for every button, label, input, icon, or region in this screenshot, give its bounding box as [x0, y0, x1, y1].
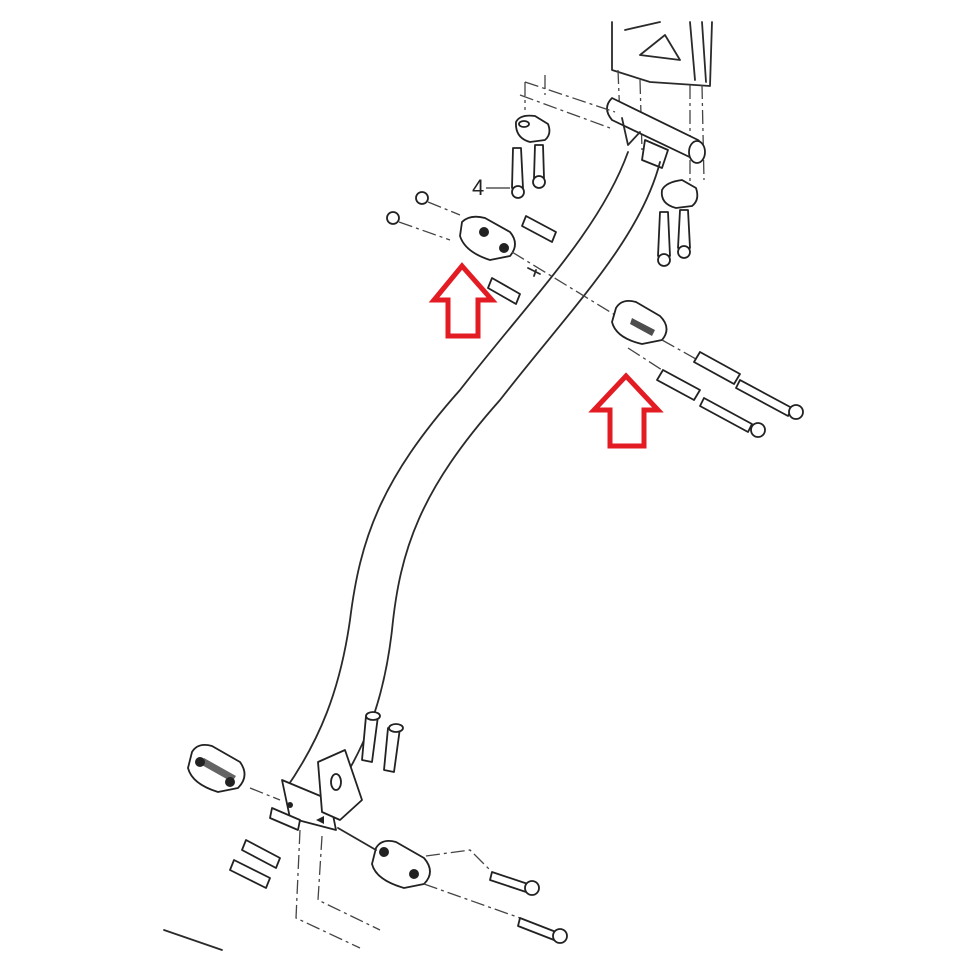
- bushing-upper-right: [611, 299, 731, 389]
- sleeves-lower: [229, 839, 281, 889]
- main-bent-tube: [284, 151, 661, 801]
- callout-4: 4: [472, 175, 510, 200]
- bushing-lower-left: [187, 743, 281, 801]
- nuts: [386, 191, 461, 241]
- lower-long-bolts: [423, 849, 568, 944]
- bushing-upper-left: [459, 215, 621, 319]
- sleeves: [487, 215, 557, 305]
- highlight-arrow-upper-left: [428, 262, 498, 339]
- long-bolts: [656, 351, 804, 438]
- bushing-lower-right: [337, 827, 431, 889]
- lower-bolts: [361, 711, 404, 773]
- lower-bracket: [269, 749, 363, 831]
- upper-mount-clamp-left: [511, 114, 551, 199]
- highlight-arrow-right: [588, 372, 664, 449]
- upper-mount-clamp-right: [657, 179, 699, 267]
- crossbar-tube: [606, 97, 706, 169]
- svg-text:4: 4: [472, 175, 484, 200]
